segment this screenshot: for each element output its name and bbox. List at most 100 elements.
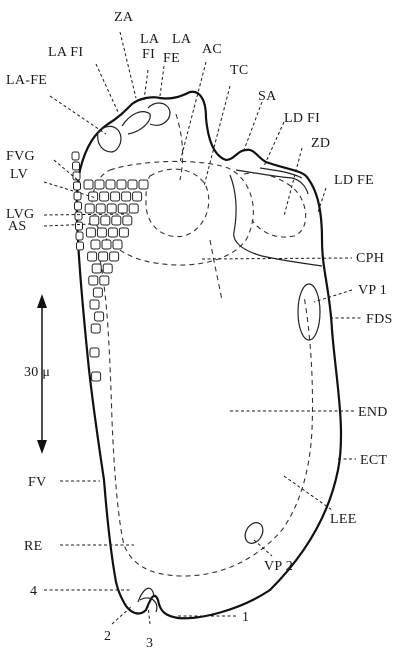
lattice-cell bbox=[117, 180, 126, 189]
label-4: 4 bbox=[30, 584, 37, 599]
central-column-dash bbox=[210, 240, 222, 300]
endoderm-dash bbox=[100, 260, 313, 576]
lattice-cell bbox=[139, 180, 148, 189]
lattice-cell bbox=[77, 242, 84, 250]
leader-ld-fi bbox=[264, 122, 284, 166]
lattice-cell bbox=[76, 232, 83, 240]
lattice-cell bbox=[133, 192, 142, 201]
fibrillar-lattice bbox=[72, 152, 148, 381]
lattice-cell bbox=[102, 240, 111, 249]
lattice-cell bbox=[123, 216, 132, 225]
lattice-cell bbox=[101, 216, 110, 225]
lattice-cell bbox=[119, 228, 128, 237]
lattice-cell bbox=[110, 252, 119, 261]
label-end: END bbox=[358, 405, 388, 420]
lattice-cell bbox=[112, 216, 121, 225]
lattice-cell bbox=[103, 264, 112, 273]
lattice-cell bbox=[95, 180, 104, 189]
label-scale: 30 μ bbox=[24, 365, 50, 380]
lattice-cell bbox=[111, 192, 120, 201]
lattice-cell bbox=[96, 204, 105, 213]
lattice-cell bbox=[73, 162, 80, 170]
lattice-cell bbox=[88, 252, 97, 261]
lattice-cell bbox=[74, 192, 81, 200]
label-1: 1 bbox=[242, 610, 249, 625]
label-la-fi: LA FI bbox=[48, 45, 83, 60]
label-ld-fi: LD FI bbox=[284, 111, 320, 126]
lattice-cell bbox=[90, 348, 99, 357]
label-la-fe-top: LA bbox=[172, 32, 192, 47]
lattice-cell bbox=[92, 264, 101, 273]
lattice-cell bbox=[97, 228, 106, 237]
label-re: RE bbox=[24, 539, 43, 554]
label-cph: CPH bbox=[356, 251, 384, 266]
label-lv: LV bbox=[10, 167, 28, 182]
leader-as bbox=[44, 224, 92, 226]
lattice-cell bbox=[129, 204, 138, 213]
lattice-cell bbox=[91, 324, 100, 333]
leader-za bbox=[120, 32, 136, 98]
lattice-cell bbox=[76, 222, 83, 230]
leader-la-fe-top bbox=[160, 66, 164, 96]
lattice-cell bbox=[89, 192, 98, 201]
lattice-cell bbox=[72, 152, 79, 160]
lattice-cell bbox=[99, 252, 108, 261]
label-la-fe-top-2: FE bbox=[163, 51, 180, 66]
lattice-cell bbox=[100, 192, 109, 201]
lattice-cell bbox=[75, 202, 82, 210]
label-zd: ZD bbox=[311, 136, 330, 151]
label-sa: SA bbox=[258, 89, 277, 104]
label-ac: AC bbox=[202, 42, 222, 57]
lattice-cell bbox=[128, 180, 137, 189]
lattice-cell bbox=[86, 228, 95, 237]
upper-dash bbox=[176, 114, 183, 180]
lattice-cell bbox=[92, 372, 101, 381]
label-la-fe: LA-FE bbox=[6, 73, 47, 88]
label-la-fi-top: LA bbox=[140, 32, 160, 47]
vp2-vacuole bbox=[242, 519, 267, 546]
lattice-cell bbox=[107, 204, 116, 213]
label-ect: ECT bbox=[360, 453, 387, 468]
label-fds: FDS bbox=[366, 312, 393, 327]
lattice-cell bbox=[90, 216, 99, 225]
leader-lvg bbox=[44, 214, 130, 215]
label-ld-fe: LD FE bbox=[334, 173, 374, 188]
leader-3 bbox=[148, 606, 150, 624]
leader-ac bbox=[180, 62, 206, 162]
leader-lee bbox=[284, 476, 332, 510]
top-cap-loop bbox=[122, 112, 150, 134]
scale-arrow-top bbox=[37, 294, 47, 308]
scale-arrow-bottom bbox=[37, 440, 47, 454]
leader-zd bbox=[284, 148, 302, 216]
lattice-cell bbox=[75, 212, 82, 220]
lattice-cell bbox=[108, 228, 117, 237]
label-as: AS bbox=[8, 219, 27, 234]
lattice-cell bbox=[85, 204, 94, 213]
label-vp2: VP 2 bbox=[264, 559, 293, 574]
lattice-cell bbox=[118, 204, 127, 213]
label-fv: FV bbox=[28, 475, 47, 490]
label-fvg: FVG bbox=[6, 149, 35, 164]
lattice-cell bbox=[106, 180, 115, 189]
leader-la-fi bbox=[96, 64, 118, 112]
label-3: 3 bbox=[146, 636, 153, 651]
leader-la-fi-top bbox=[144, 70, 148, 100]
leader-vp1 bbox=[314, 290, 352, 302]
leader-2 bbox=[112, 606, 132, 624]
lattice-cell bbox=[95, 312, 104, 321]
cell-outline bbox=[77, 92, 341, 619]
label-tc: TC bbox=[230, 63, 249, 78]
label-za: ZA bbox=[114, 10, 134, 25]
lattice-cell bbox=[93, 288, 102, 297]
lattice-cell bbox=[74, 182, 81, 190]
lattice-cell bbox=[91, 240, 100, 249]
leader-sa bbox=[244, 102, 262, 150]
label-2: 2 bbox=[104, 629, 111, 644]
lattice-cell bbox=[89, 276, 98, 285]
lattice-cell bbox=[100, 276, 109, 285]
label-lee: LEE bbox=[330, 512, 357, 527]
lattice-cell bbox=[122, 192, 131, 201]
label-vp1: VP 1 bbox=[358, 283, 387, 298]
label-la-fi-top-2: FI bbox=[142, 47, 155, 62]
